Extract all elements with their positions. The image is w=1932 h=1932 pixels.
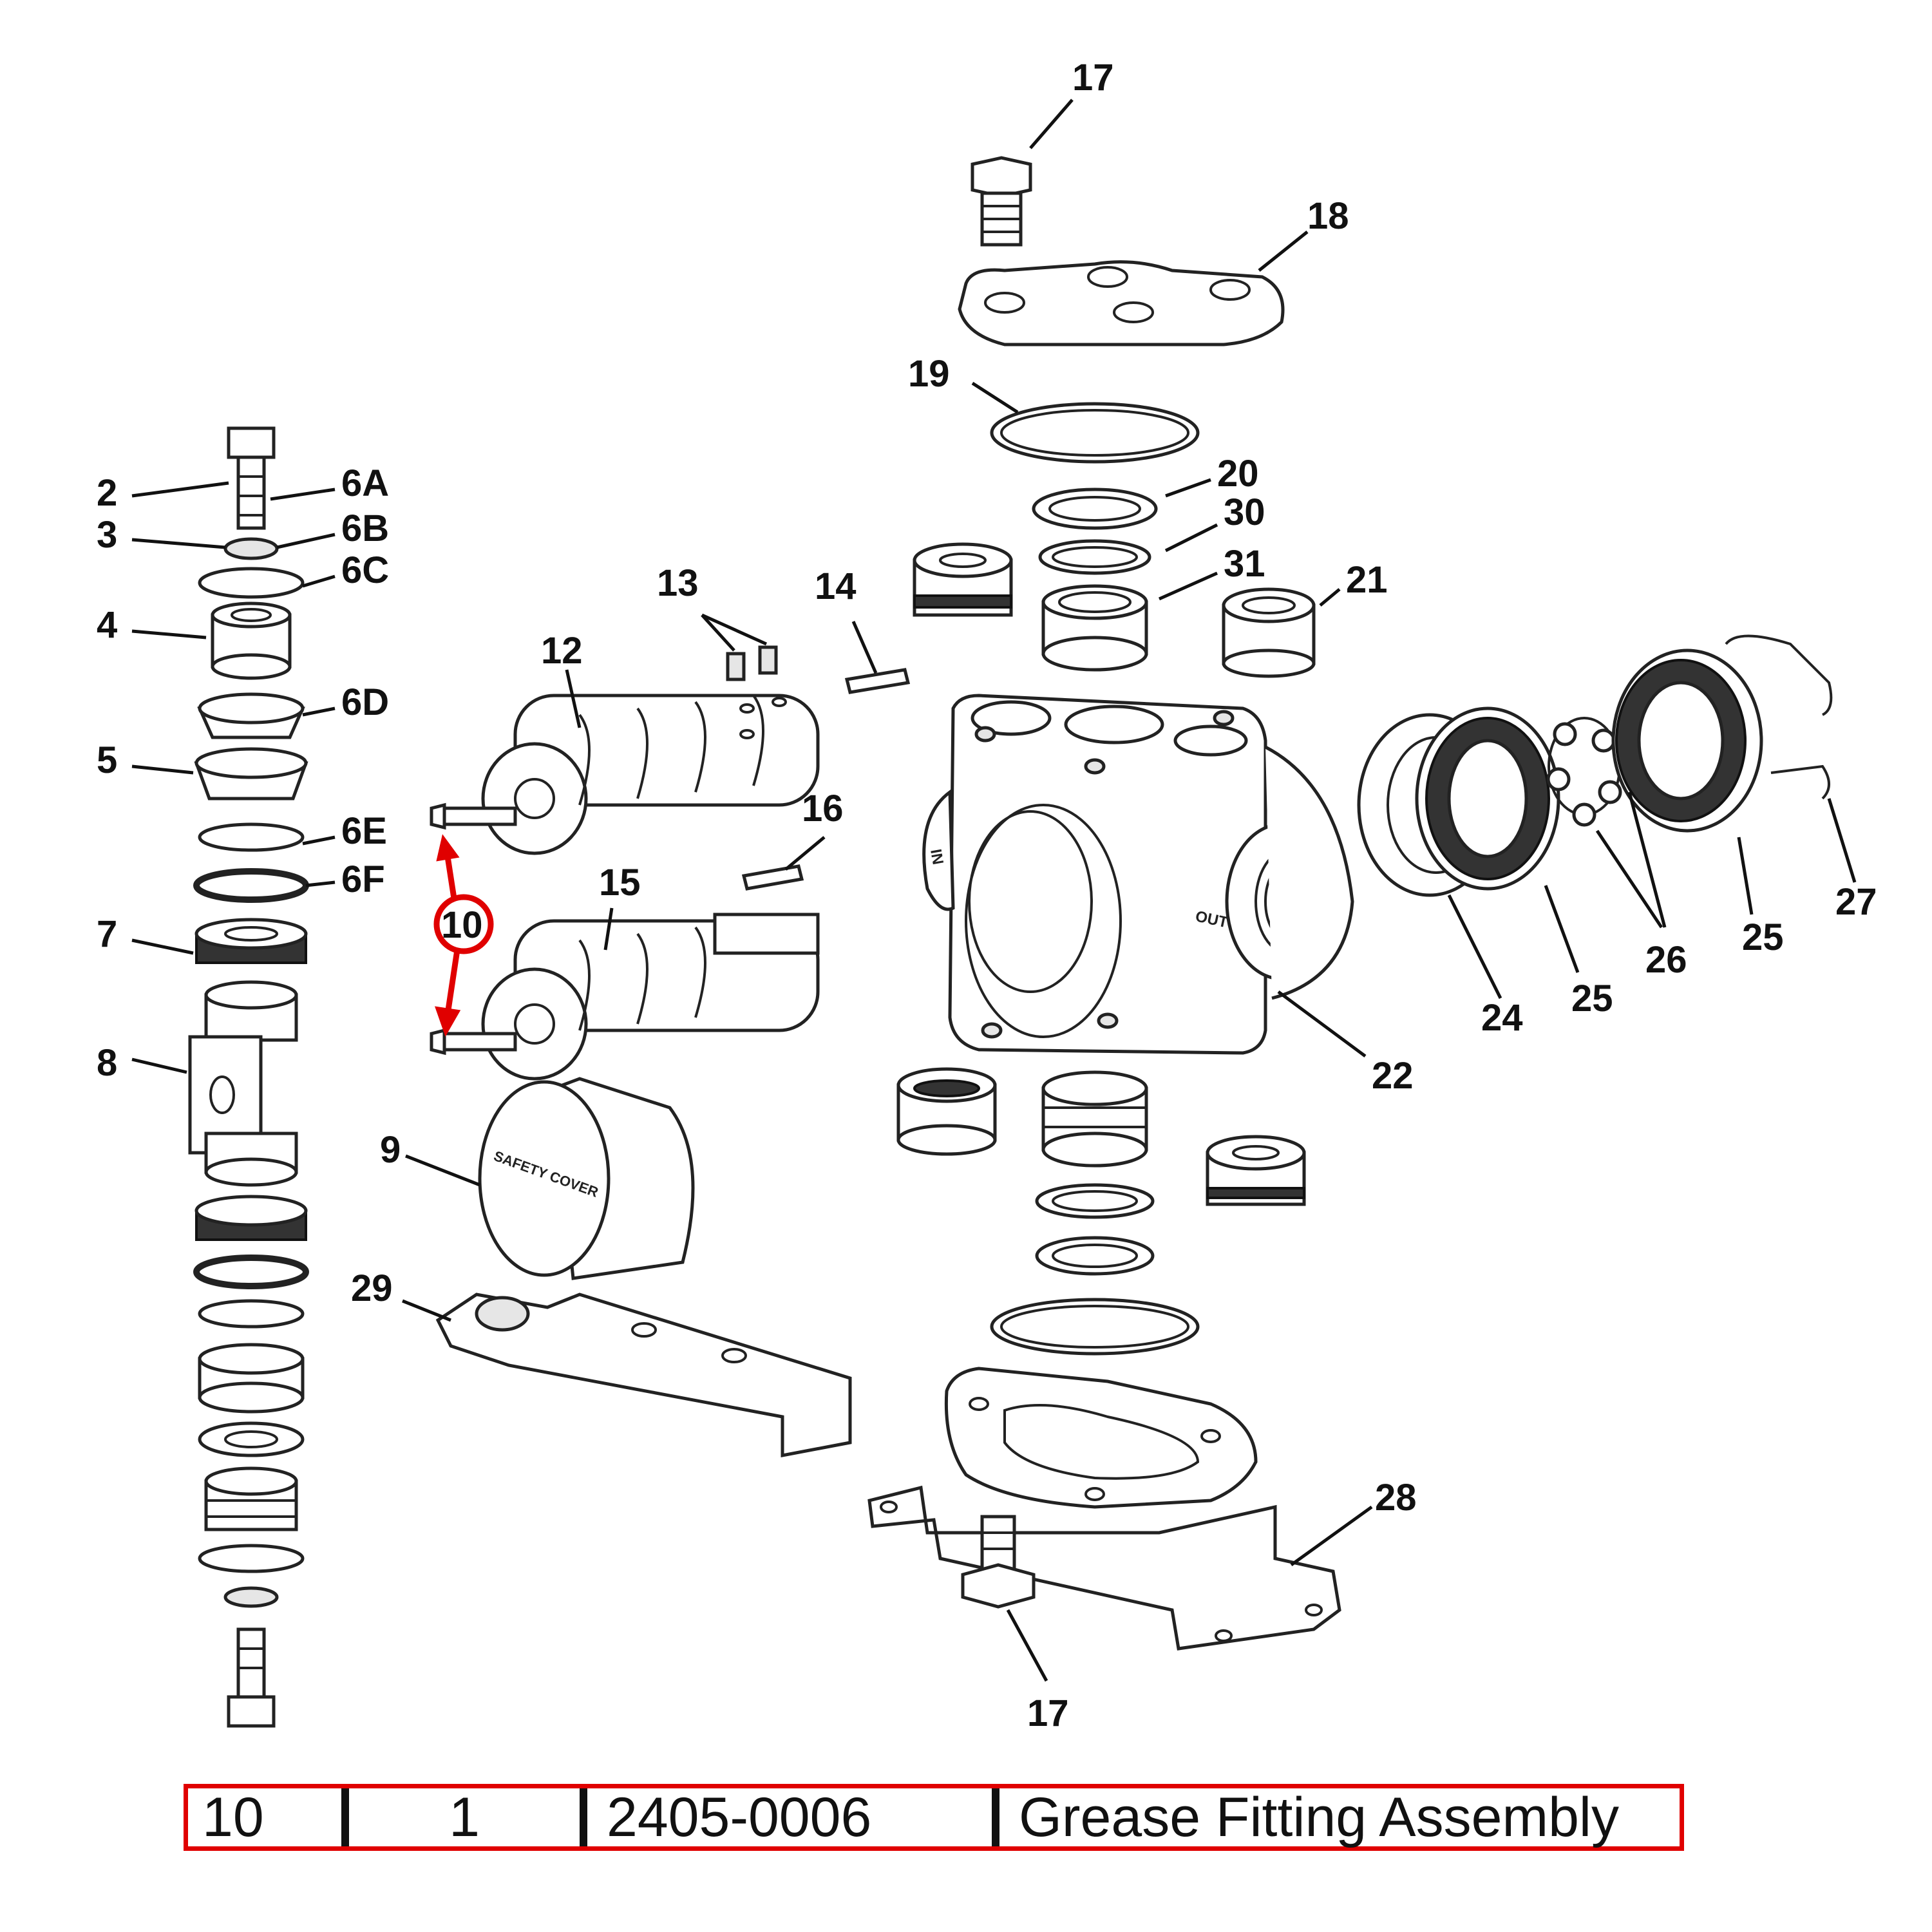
cup-lower-2 (198, 1421, 305, 1457)
o-ring-6e (198, 822, 305, 852)
ring-7 (194, 918, 308, 964)
callout-26: 26 (1645, 939, 1687, 981)
callout-17-top: 17 (1072, 57, 1114, 99)
callout-8: 8 (97, 1042, 117, 1084)
o-ring-6f (193, 868, 309, 903)
callout-6E: 6E (341, 810, 387, 852)
callout-30: 30 (1224, 491, 1265, 533)
callout-21: 21 (1346, 559, 1388, 601)
block-8 (188, 980, 298, 1187)
part-number: 2405-0006 (607, 1786, 872, 1848)
set-screws-13 (726, 645, 778, 681)
callout-6D: 6D (341, 681, 389, 723)
left-stack-bottom-bolt (227, 1627, 276, 1728)
bracket-29 (435, 1293, 852, 1458)
pump-body-22: IN OUT (922, 694, 1354, 1055)
quantity: 1 (449, 1786, 480, 1848)
fitting-lower (204, 1466, 298, 1531)
shaft-15 (430, 913, 820, 1081)
washer-3 (223, 537, 279, 560)
lower-seal-stack (990, 1070, 1200, 1356)
callout-22: 22 (1372, 1055, 1414, 1097)
quantity-cell: 1 (349, 1786, 587, 1848)
bottom-bolt (961, 1515, 1036, 1609)
callout-2: 2 (97, 472, 117, 514)
valve-cup-21 (1222, 587, 1316, 678)
callout-29: 29 (351, 1267, 393, 1309)
key-16 (741, 864, 804, 891)
callout-28: 28 (1375, 1477, 1417, 1519)
callout-7: 7 (97, 913, 117, 955)
o-ring-6c (198, 567, 305, 599)
bearing-balls-26 (1546, 717, 1622, 827)
port-in-label: IN (927, 848, 947, 866)
callout-10: 10 (441, 904, 483, 946)
parts-table-row: 10 1 2405-0006 Grease Fitting Assembly (184, 1784, 1684, 1851)
callout-4: 4 (97, 604, 117, 646)
callout-25-front: 25 (1571, 978, 1613, 1019)
description-cell: Grease Fitting Assembly (999, 1786, 1680, 1848)
shaft-12 (430, 694, 820, 855)
cup-lower-1 (198, 1343, 305, 1414)
cup-5 (194, 747, 308, 800)
bearing-25-front (1415, 706, 1560, 891)
cup-6d (197, 692, 305, 739)
callout-13: 13 (657, 562, 699, 604)
o-ring-lower-2 (198, 1299, 305, 1329)
callout-18: 18 (1307, 195, 1349, 237)
top-plate (958, 260, 1285, 346)
o-ring-lower-3 (198, 1544, 305, 1573)
seal-20 (1032, 488, 1158, 530)
callout-6A: 6A (341, 462, 389, 504)
lower-valve-left (896, 1067, 997, 1156)
ring-lower-dark (194, 1195, 308, 1241)
washer-lower (223, 1586, 279, 1608)
seal-30 (1038, 539, 1151, 575)
safety-cover: SAFETY COVER (478, 1077, 695, 1280)
retaining-clip-27 (1725, 634, 1833, 800)
seal-31 (1041, 584, 1148, 672)
callout-10-highlight (433, 834, 494, 1037)
callout-14: 14 (815, 565, 857, 607)
callout-24: 24 (1481, 997, 1523, 1039)
top-valve-assembly (913, 542, 1013, 617)
callout-25-rear: 25 (1742, 916, 1784, 958)
bearing-25-rear (1611, 649, 1763, 833)
item-number-cell: 10 (188, 1786, 349, 1848)
callout-19: 19 (908, 353, 950, 395)
fitting-4 (211, 601, 292, 680)
callout-31: 31 (1224, 543, 1265, 585)
callout-6B: 6B (341, 507, 389, 549)
callout-17-bottom: 17 (1027, 1692, 1069, 1734)
callout-6F: 6F (341, 858, 385, 900)
top-bolt (971, 156, 1032, 247)
callout-5: 5 (97, 739, 117, 781)
callout-3: 3 (97, 514, 117, 556)
top-o-ring (990, 402, 1200, 464)
lower-valve-right (1206, 1135, 1306, 1206)
description: Grease Fitting Assembly (1019, 1786, 1620, 1848)
o-ring-lower-1 (193, 1255, 309, 1289)
callout-9: 9 (380, 1129, 401, 1171)
item-number: 10 (202, 1786, 264, 1848)
callout-12: 12 (541, 630, 583, 672)
key-14 (844, 668, 911, 694)
base-bracket-28 (867, 1485, 1341, 1651)
left-stack-top-bolt (227, 426, 276, 530)
part-number-cell: 2405-0006 (587, 1786, 999, 1848)
callout-20: 20 (1217, 453, 1259, 495)
callout-15: 15 (599, 862, 641, 904)
base-plate (944, 1367, 1258, 1509)
callout-27: 27 (1835, 881, 1877, 923)
callout-16: 16 (802, 788, 844, 829)
callout-6C: 6C (341, 549, 389, 591)
